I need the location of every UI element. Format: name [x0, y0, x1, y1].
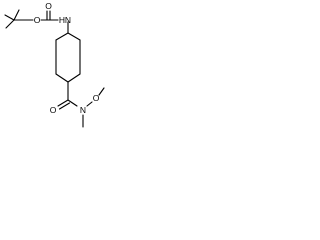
- amide-carbonyl-double-a: [57, 99, 69, 107]
- oxygen-methyl-bond: [98, 87, 105, 96]
- carbamate-oxygen-double-label: O: [45, 1, 52, 11]
- amide-to-nitrogen-bond: [67, 99, 78, 107]
- tbutyl-bond-1: [4, 14, 15, 21]
- amide-oxygen-label: O: [50, 105, 57, 115]
- amine-nitrogen-label: N: [65, 15, 71, 25]
- amide-nitrogen-label: N: [80, 105, 86, 115]
- ring-bond-6: [55, 32, 69, 41]
- nitrogen-to-oxygen-bond: [86, 101, 93, 107]
- tbutyl-bond-3: [13, 9, 20, 21]
- amine-hydrogen-label: H: [59, 15, 65, 25]
- ring-bond-1: [67, 32, 81, 41]
- ring-bond-4: [55, 73, 69, 83]
- amide-carbonyl-double-b: [58, 102, 71, 110]
- carbamate-oxygen-single-label: O: [34, 15, 41, 25]
- ring-bond-3: [67, 73, 81, 83]
- chemical-structure-diagram: O O H N O N O: [4, 1, 105, 128]
- methoxy-oxygen-label: O: [93, 93, 100, 103]
- tbutyl-bond-2: [5, 19, 15, 29]
